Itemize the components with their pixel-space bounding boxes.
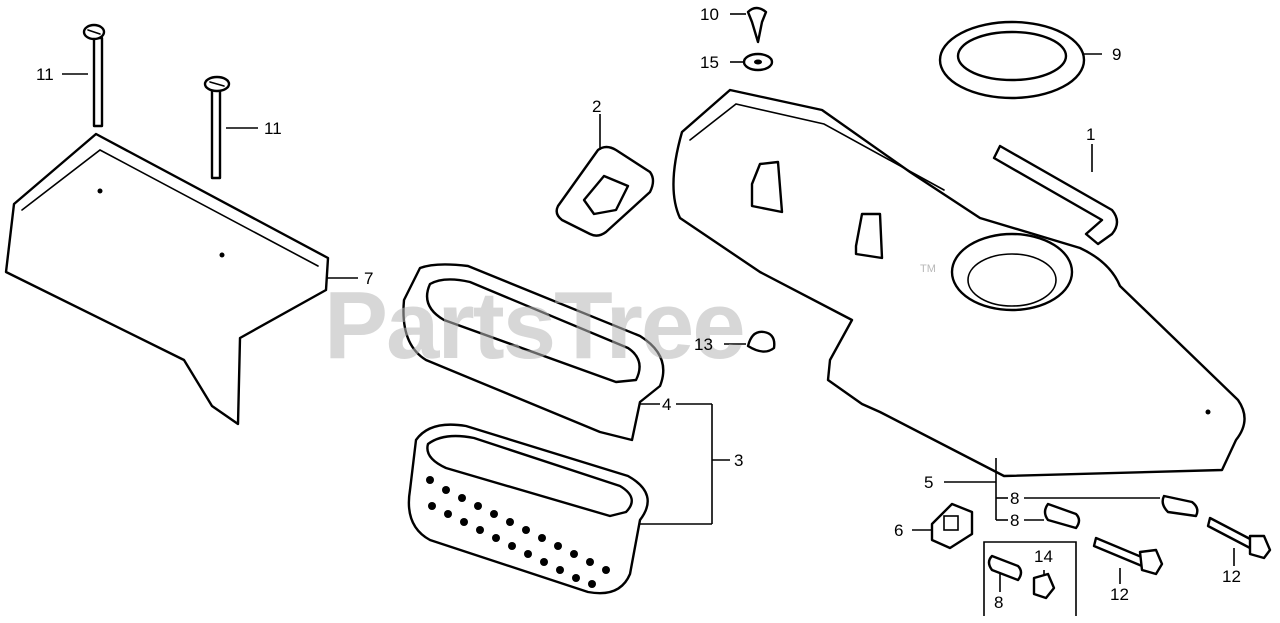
breather-tube-1[interactable] [992,144,1119,246]
bolt-11-right[interactable] [203,75,231,180]
detail-box [983,541,1077,616]
air-cleaner-cover-7[interactable] [4,132,330,426]
callout-4: 4 [662,395,671,414]
callout-10: 10 [700,5,719,24]
bolt-12-left[interactable] [1092,536,1164,576]
leader-lines [62,13,1235,592]
callout-labels: 11 11 7 2 10 15 9 1 13 4 3 5 8 8 6 14 8 … [36,5,1241,612]
bolt-11-left[interactable] [82,23,106,128]
collar-8-right[interactable] [1161,494,1199,518]
callout-13: 13 [694,335,713,354]
watermark-trademark: TM [920,263,936,275]
callout-7: 7 [364,269,373,288]
callout-5: 5 [924,473,933,492]
air-cleaner-case-5[interactable] [672,88,1246,478]
callout-12-left: 12 [1110,585,1129,604]
callout-9: 9 [1112,45,1121,64]
callout-12-right: 12 [1222,567,1241,586]
nut-14[interactable] [1032,572,1056,600]
grommet-13[interactable] [746,330,776,353]
watermark-logo: PartsTree [324,272,744,379]
collar-8-mid[interactable] [1043,502,1081,530]
seal-ring-9[interactable] [938,20,1086,100]
callout-14: 14 [1034,547,1053,566]
clip-10[interactable] [746,6,768,44]
gasket-2[interactable] [555,145,655,237]
callout-8-mid: 8 [1010,511,1019,530]
air-filter-element-3[interactable] [407,423,649,595]
callout-11-right: 11 [264,119,282,138]
callout-6: 6 [894,521,903,540]
callout-15: 15 [700,53,719,72]
callout-8-top: 8 [1010,489,1019,508]
washer-15[interactable] [742,52,774,72]
pre-filter-4[interactable] [402,263,665,442]
callout-11-left: 11 [36,65,54,84]
callout-8-box: 8 [994,593,1003,612]
collar-8-box[interactable] [987,554,1023,582]
nut-6[interactable] [930,502,974,550]
bolt-12-right[interactable] [1206,516,1272,560]
callout-2: 2 [592,97,601,116]
callout-3: 3 [734,451,743,470]
callout-1: 1 [1086,125,1095,144]
